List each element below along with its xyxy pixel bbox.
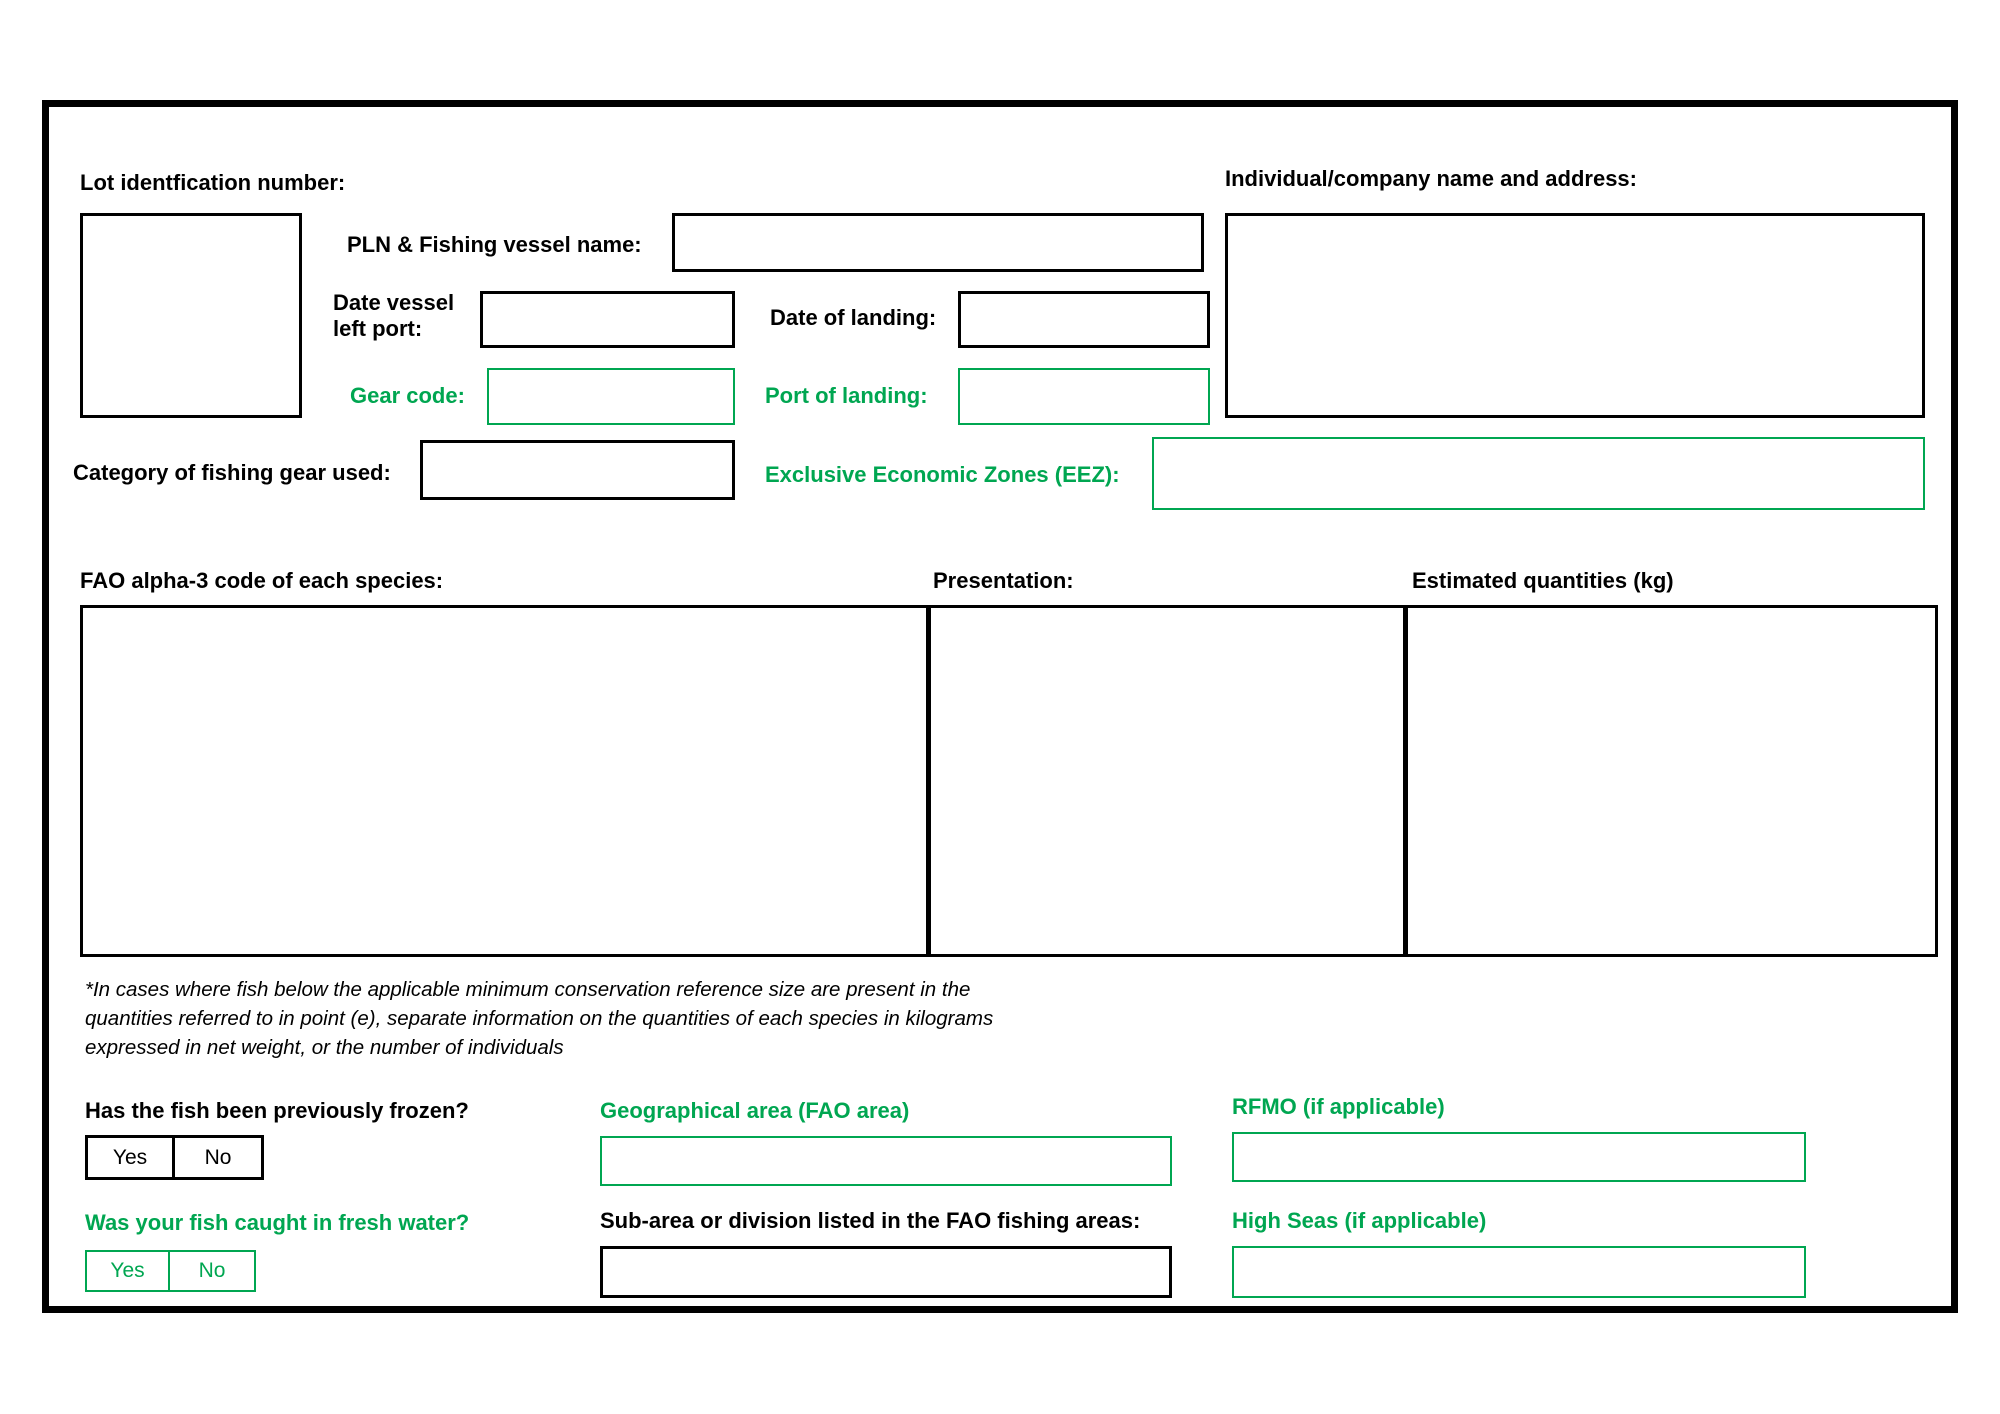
presentation-header: Presentation: [933,568,1074,593]
high-seas-box[interactable] [1232,1246,1806,1298]
lot-id-box[interactable] [80,213,302,418]
species-code-column[interactable] [83,608,926,954]
presentation-column[interactable] [931,608,1403,954]
frozen-no-option[interactable]: No [172,1135,264,1180]
frozen-yes-option[interactable]: Yes [85,1135,175,1180]
eez-box[interactable] [1152,437,1925,510]
minimum-size-footnote: *In cases where fish below the applicabl… [85,978,994,1060]
company-label: Individual/company name and address: [1225,166,1637,191]
fresh-water-yes-option[interactable]: Yes [85,1250,170,1292]
quantities-column[interactable] [1408,608,1935,954]
pln-label: PLN & Fishing vessel name: [347,232,642,257]
frozen-question-label: Has the fish been previously frozen? [85,1098,469,1123]
fresh-water-question-label: Was your fish caught in fresh water? [85,1210,470,1235]
port-landing-box[interactable] [958,368,1210,425]
sub-area-label: Sub-area or division listed in the FAO f… [600,1208,1141,1233]
gear-code-label: Gear code: [350,383,465,408]
eez-label: Exclusive Economic Zones (EEZ): [765,462,1120,487]
date-landing-label: Date of landing: [770,305,937,330]
date-landing-box[interactable] [958,291,1210,348]
species-table-divider-2 [1403,605,1408,957]
gear-code-box[interactable] [487,368,735,425]
high-seas-label: High Seas (if applicable) [1232,1208,1487,1233]
date-left-box[interactable] [480,291,735,348]
rfmo-box[interactable] [1232,1132,1806,1182]
lot-id-label: Lot identfication number: [80,170,346,195]
geo-area-label: Geographical area (FAO area) [600,1098,910,1123]
species-header: FAO alpha-3 code of each species: [80,568,444,593]
sub-area-box[interactable] [600,1246,1172,1298]
date-left-label: Date vessel left port: [333,290,455,342]
port-landing-label: Port of landing: [765,383,928,408]
fresh-water-no-option[interactable]: No [168,1250,256,1292]
species-table-divider-1 [926,605,931,957]
category-box[interactable] [420,440,735,500]
geo-area-box[interactable] [600,1136,1172,1186]
category-label: Category of fishing gear used: [73,460,391,485]
pln-box[interactable] [672,213,1204,272]
company-box[interactable] [1225,213,1925,418]
quantities-header: Estimated quantities (kg) [1412,568,1674,593]
rfmo-label: RFMO (if applicable) [1232,1094,1445,1119]
